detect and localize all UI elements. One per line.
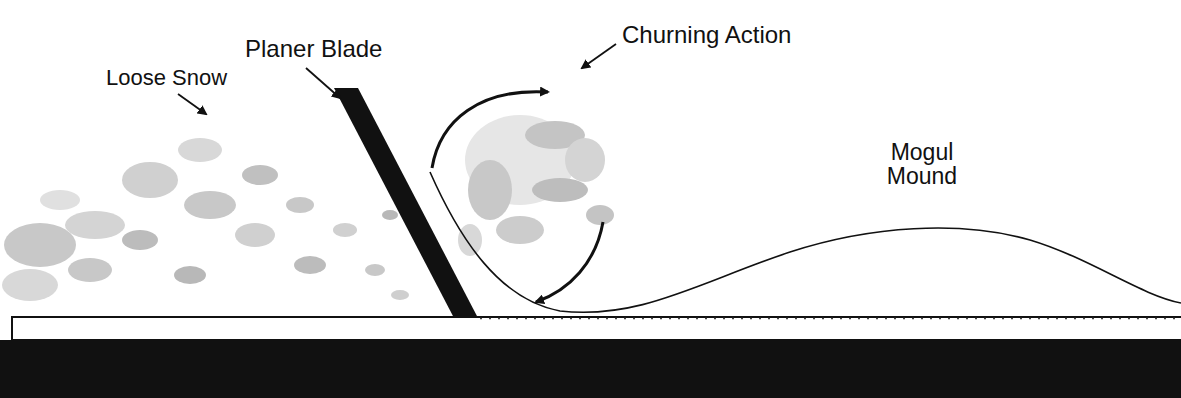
part-label: Mogul Mound <box>882 140 962 188</box>
part-label: Churning Action <box>622 22 791 47</box>
part-label: Planer Blade <box>245 36 382 61</box>
loose-snow <box>2 138 409 301</box>
original-surface-line <box>480 318 1181 320</box>
leader-arrow <box>582 44 616 68</box>
churn-arrow <box>536 222 603 302</box>
leader-arrow <box>306 68 340 98</box>
planer-blade <box>334 88 478 318</box>
ground-band <box>0 340 1181 398</box>
part-label: Loose Snow <box>106 66 227 89</box>
churning-snow <box>458 115 614 256</box>
leader-arrow <box>178 94 206 114</box>
churn-arrow <box>432 92 548 168</box>
snow-base <box>12 317 1181 340</box>
mogul-profile <box>430 172 1181 312</box>
